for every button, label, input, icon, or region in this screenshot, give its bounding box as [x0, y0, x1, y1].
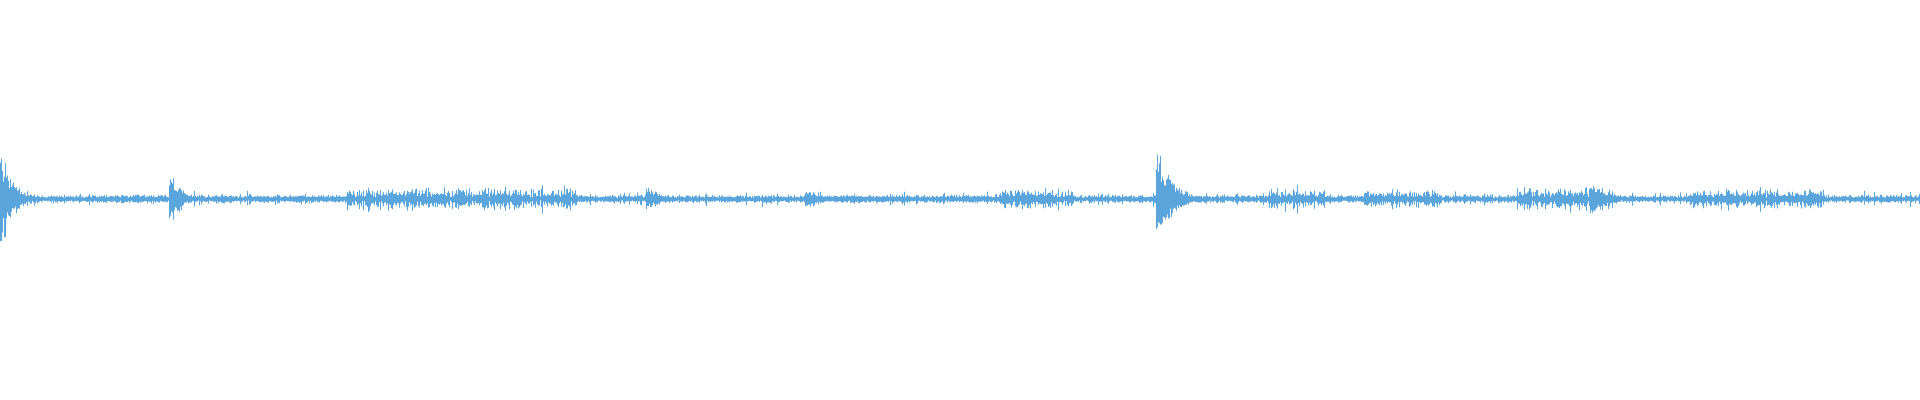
waveform-trace — [0, 154, 1920, 242]
